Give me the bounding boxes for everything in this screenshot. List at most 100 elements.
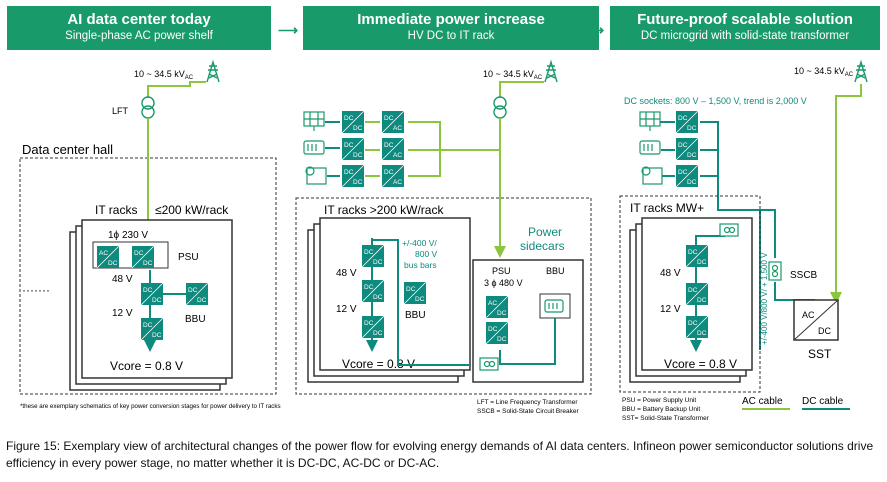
converter-output-label: DC xyxy=(687,179,697,186)
p2-grid-voltage: 10 ~ 34.5 kVAC xyxy=(483,69,543,81)
p3-fc-dcdc-converter: DC DC xyxy=(675,164,699,188)
p2-48v: 48 V xyxy=(336,268,357,279)
header-immediate-subtitle: HV DC to IT rack xyxy=(407,30,495,42)
p2-psu-input: 3 ϕ 480 V xyxy=(484,278,523,288)
p2-legend-sscb: SSCB = Solid-State Circuit Breaker xyxy=(477,408,580,415)
p3-sst-label: SST xyxy=(808,347,832,361)
converter-input-label: DC xyxy=(188,287,198,294)
converter-output-label: DC xyxy=(152,297,162,304)
p3-grid-voltage: 10 ~ 34.5 kVAC xyxy=(794,66,854,78)
sscb-icon xyxy=(719,223,739,237)
converter-output-label: DC xyxy=(687,152,697,159)
arrow-right-icon: ⟶ xyxy=(584,22,605,38)
converter-input-label: AC xyxy=(488,300,497,307)
fuel-cell-icon xyxy=(305,166,327,185)
converter-output-label: DC xyxy=(697,297,707,304)
p3-vcore: Vcore = 0.8 V xyxy=(664,357,737,371)
converter-input-label: AC xyxy=(99,250,108,257)
converter-input-label: DC xyxy=(143,322,153,329)
converter-input-label: DC xyxy=(364,320,374,327)
p1-48v: 48 V xyxy=(112,274,133,285)
sscb-icon xyxy=(479,357,499,371)
converter-output-label: AC xyxy=(393,125,402,132)
p3-hall-box xyxy=(619,195,761,393)
converter-input-label: DC xyxy=(384,115,394,122)
converter-input-label: DC xyxy=(406,286,416,293)
converter-output-label: DC xyxy=(697,330,707,337)
p2-racks-label: IT racks >200 kW/rack xyxy=(324,203,444,217)
p3-sst-ac: AC xyxy=(802,310,815,320)
header-today-title: AI data center today xyxy=(67,11,211,28)
figure-caption: Figure 15: Exemplary view of architectur… xyxy=(6,439,874,470)
pylon-icon xyxy=(854,59,868,83)
header-future: Future-proof scalable solution DC microg… xyxy=(610,6,880,50)
p1-lft-label: LFT xyxy=(112,106,129,116)
converter-input-label: DC xyxy=(143,287,153,294)
converter-input-label: DC xyxy=(688,249,698,256)
p3-racks-label: IT racks MW+ xyxy=(630,201,704,215)
p3-batt-dcdc-converter: DC DC xyxy=(675,137,699,161)
converter-output-label: AC xyxy=(393,179,402,186)
p3-rack-dcdc1-converter: DC DC xyxy=(685,244,709,268)
p3-legend-psu: PSU = Power Supply Unit xyxy=(622,397,696,404)
header-immediate: Immediate power increase HV DC to IT rac… xyxy=(303,6,599,50)
p1-input: 1ϕ 230 V xyxy=(108,230,148,241)
p2-batt-dcdc-converter: DC DC xyxy=(341,137,365,161)
converter-output-label: DC xyxy=(697,259,707,266)
header-immediate-title: Immediate power increase xyxy=(357,11,545,28)
panel-today: 10 ~ 34.5 kVAC LFT Data center hall ····… xyxy=(19,59,281,410)
converter-output-label: DC xyxy=(143,260,153,267)
fuel-cell-icon xyxy=(641,166,663,185)
converter-input-label: DC xyxy=(688,320,698,327)
p3-legend-sst: SST= Solid-State Transformer xyxy=(622,415,710,422)
power-flow-diagram: 10 ~ 34.5 kVAC LFT Data center hall ····… xyxy=(19,59,868,422)
p3-rack-dcdc2-converter: DC DC xyxy=(685,282,709,306)
p2-rack xyxy=(319,217,471,371)
p2-12v: 12 V xyxy=(336,304,357,315)
p1-grid-voltage: 10 ~ 34.5 kVAC xyxy=(134,69,194,81)
header-future-subtitle: DC microgrid with solid-state transforme… xyxy=(640,30,850,42)
pylon-icon xyxy=(206,59,220,83)
panel-immediate: 10 ~ 34.5 kVAC IT racks >200 kW/rack +/-… xyxy=(295,59,592,415)
converter-input-label: DC xyxy=(678,142,688,149)
converter-output-label: DC xyxy=(373,259,383,266)
panel-future: 10 ~ 34.5 kVAC DC sockets: 800 V – 1,500… xyxy=(619,59,868,422)
battery-icon xyxy=(639,140,661,155)
p3-48v: 48 V xyxy=(660,268,681,279)
p1-footnote: *these are exemplary schematics of key p… xyxy=(20,403,281,410)
converter-input-label: DC xyxy=(678,169,688,176)
pylon-icon xyxy=(544,59,558,83)
p1-vcore: Vcore = 0.8 V xyxy=(110,359,183,373)
converter-output-label: DC xyxy=(497,336,507,343)
converter-output-label: DC xyxy=(108,260,118,267)
converter-output-label: DC xyxy=(353,179,363,186)
p3-legend-bbu: BBU = Battery Backup Unit xyxy=(622,406,700,413)
p2-legend-lft: LFT = Line Frequency Transformer xyxy=(477,399,578,406)
solar-panel-icon xyxy=(639,111,661,131)
p1-psu-label: PSU xyxy=(178,252,199,263)
converter-input-label: DC xyxy=(344,142,354,149)
p1-dots: ······· xyxy=(22,283,50,297)
p1-psu-box xyxy=(92,241,169,269)
converter-input-label: DC xyxy=(344,115,354,122)
converter-input-label: DC xyxy=(364,284,374,291)
converter-input-label: DC xyxy=(688,287,698,294)
converter-input-label: DC xyxy=(344,169,354,176)
converter-output-label: DC xyxy=(152,332,162,339)
header-future-title: Future-proof scalable solution xyxy=(637,11,853,28)
converter-output-label: DC xyxy=(353,152,363,159)
converter-output-label: DC xyxy=(687,125,697,132)
p3-12v: 12 V xyxy=(660,304,681,315)
transformer-icon xyxy=(493,96,507,119)
p2-solar-dcac-converter: DC AC xyxy=(381,110,405,134)
